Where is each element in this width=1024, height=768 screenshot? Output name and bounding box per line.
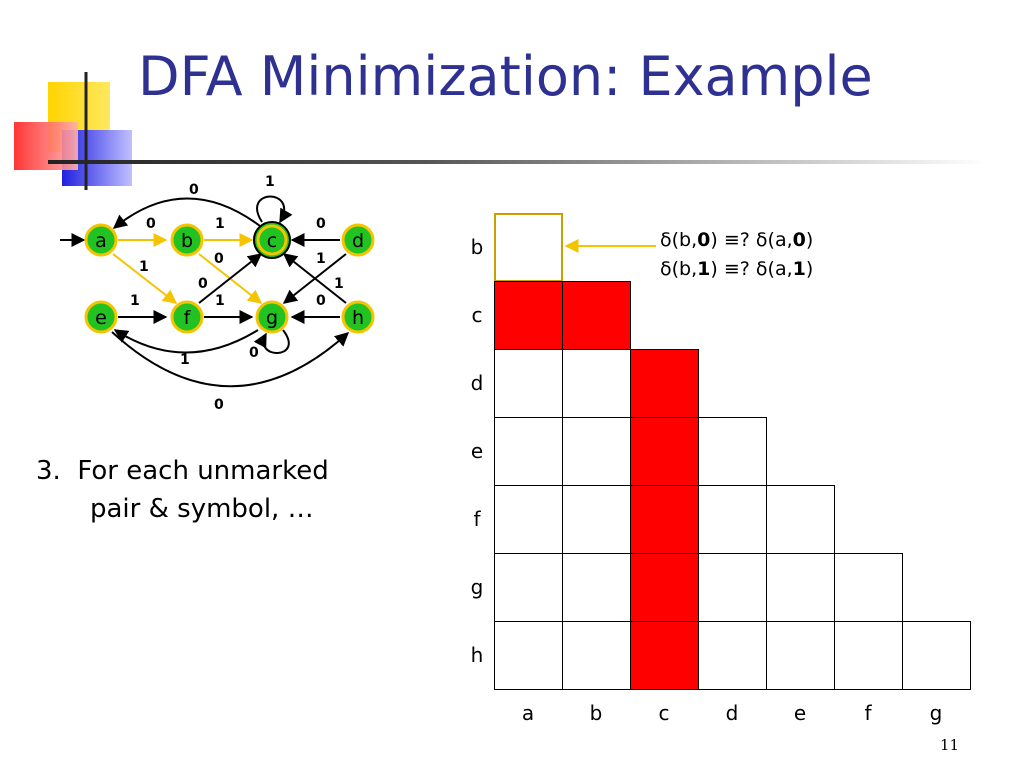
state-e: e <box>84 300 118 334</box>
col-label-f: f <box>864 701 872 725</box>
label-f-c: 0 <box>198 276 208 292</box>
state-g: g <box>255 300 289 334</box>
svg-text:f: f <box>184 307 192 329</box>
cell-f-a <box>494 485 563 554</box>
label-b-g: 0 <box>214 251 224 267</box>
step-line-2: pair & symbol, … <box>90 494 314 524</box>
edge-f-c-0 <box>198 253 263 304</box>
equivalence-annotation: δ(b,0) ≡? δ(a,0) δ(b,1) ≡? δ(a,1) <box>660 226 813 284</box>
title-divider <box>48 160 988 164</box>
slide-number: 11 <box>940 736 960 754</box>
col-label-c: c <box>658 701 670 725</box>
label-e-f: 1 <box>130 293 140 309</box>
cell-c-b <box>562 281 631 350</box>
label-f-g: 1 <box>215 293 225 309</box>
label-a-f: 1 <box>139 259 149 275</box>
cell-g-b <box>562 553 631 622</box>
row-label-b: b <box>470 235 484 259</box>
row-label-e: e <box>470 439 484 463</box>
step-number: 3. <box>36 456 61 486</box>
cell-f-d <box>698 485 767 554</box>
label-h-g: 0 <box>316 293 326 309</box>
cell-g-e <box>766 553 835 622</box>
cell-g-d <box>698 553 767 622</box>
label-a-b: 0 <box>146 216 156 232</box>
svg-text:d: d <box>352 230 364 252</box>
svg-text:e: e <box>95 307 107 329</box>
step-description: 3. For each unmarked pair & symbol, … <box>36 452 329 528</box>
svg-text:a: a <box>95 230 107 252</box>
cell-h-b <box>562 621 631 690</box>
cell-e-a <box>494 417 563 486</box>
edge-c-c-1 <box>256 195 293 224</box>
cell-d-b <box>562 349 631 418</box>
row-label-g: g <box>470 575 484 599</box>
row-label-d: d <box>470 371 484 395</box>
step-line-1: For each unmarked <box>77 456 329 486</box>
svg-text:c: c <box>267 230 277 252</box>
col-label-e: e <box>793 701 807 725</box>
col-label-g: g <box>929 701 943 725</box>
label-h-c: 1 <box>334 276 344 292</box>
cell-h-a <box>494 621 563 690</box>
state-h: h <box>341 300 375 334</box>
col-label-a: a <box>521 701 535 725</box>
cell-f-b <box>562 485 631 554</box>
row-label-c: c <box>471 303 483 327</box>
cell-e-c <box>630 417 699 486</box>
cell-h-f <box>834 621 903 690</box>
edge-g-g-0 <box>253 329 290 354</box>
label-e-h: 0 <box>214 397 224 413</box>
label-g-g: 0 <box>249 345 259 361</box>
cell-f-c <box>630 485 699 554</box>
edge-c-a-0 <box>112 197 261 229</box>
cell-h-d <box>698 621 767 690</box>
svg-text:b: b <box>181 230 193 252</box>
col-label-d: d <box>725 701 739 725</box>
label-g-e: 1 <box>180 352 190 368</box>
cell-h-g <box>902 621 971 690</box>
col-label-b: b <box>589 701 603 725</box>
state-d: d <box>341 223 375 257</box>
annotation-line-1: δ(b,0) ≡? δ(a,0) <box>660 229 814 251</box>
cell-d-a <box>494 349 563 418</box>
cell-e-d <box>698 417 767 486</box>
svg-text:g: g <box>266 307 278 329</box>
row-label-f: f <box>473 507 481 531</box>
state-c-accepting: c <box>253 221 291 259</box>
state-f: f <box>170 300 204 334</box>
label-b-c: 1 <box>215 216 225 232</box>
cell-h-e <box>766 621 835 690</box>
cell-c-a <box>494 281 563 350</box>
label-d-c: 0 <box>316 216 326 232</box>
annotation-pointer <box>564 239 656 253</box>
state-a: a <box>84 223 118 257</box>
cell-b-a <box>494 213 563 282</box>
cell-g-f <box>834 553 903 622</box>
dfa-diagram: 0 1 0 1 0 0 1 1 0 1 1 1 0 0 1 0 a b c d … <box>60 174 375 413</box>
row-label-h: h <box>470 643 484 667</box>
cell-g-a <box>494 553 563 622</box>
edge-h-c-1 <box>282 253 347 304</box>
svg-text:h: h <box>352 307 364 329</box>
edge-e-h-0 <box>111 331 350 388</box>
label-c-c: 1 <box>265 174 275 190</box>
state-b: b <box>170 223 204 257</box>
label-c-a: 0 <box>189 182 199 198</box>
cell-f-e <box>766 485 835 554</box>
cell-h-c <box>630 621 699 690</box>
edge-a-f-1 <box>112 253 178 304</box>
page-title: DFA Minimization: Example <box>138 45 873 108</box>
annotation-line-2: δ(b,1) ≡? δ(a,1) <box>660 258 814 280</box>
label-d-g: 1 <box>316 251 326 267</box>
cell-g-c <box>630 553 699 622</box>
edge-g-e-1 <box>113 329 259 354</box>
cell-d-c <box>630 349 699 418</box>
cell-e-b <box>562 417 631 486</box>
